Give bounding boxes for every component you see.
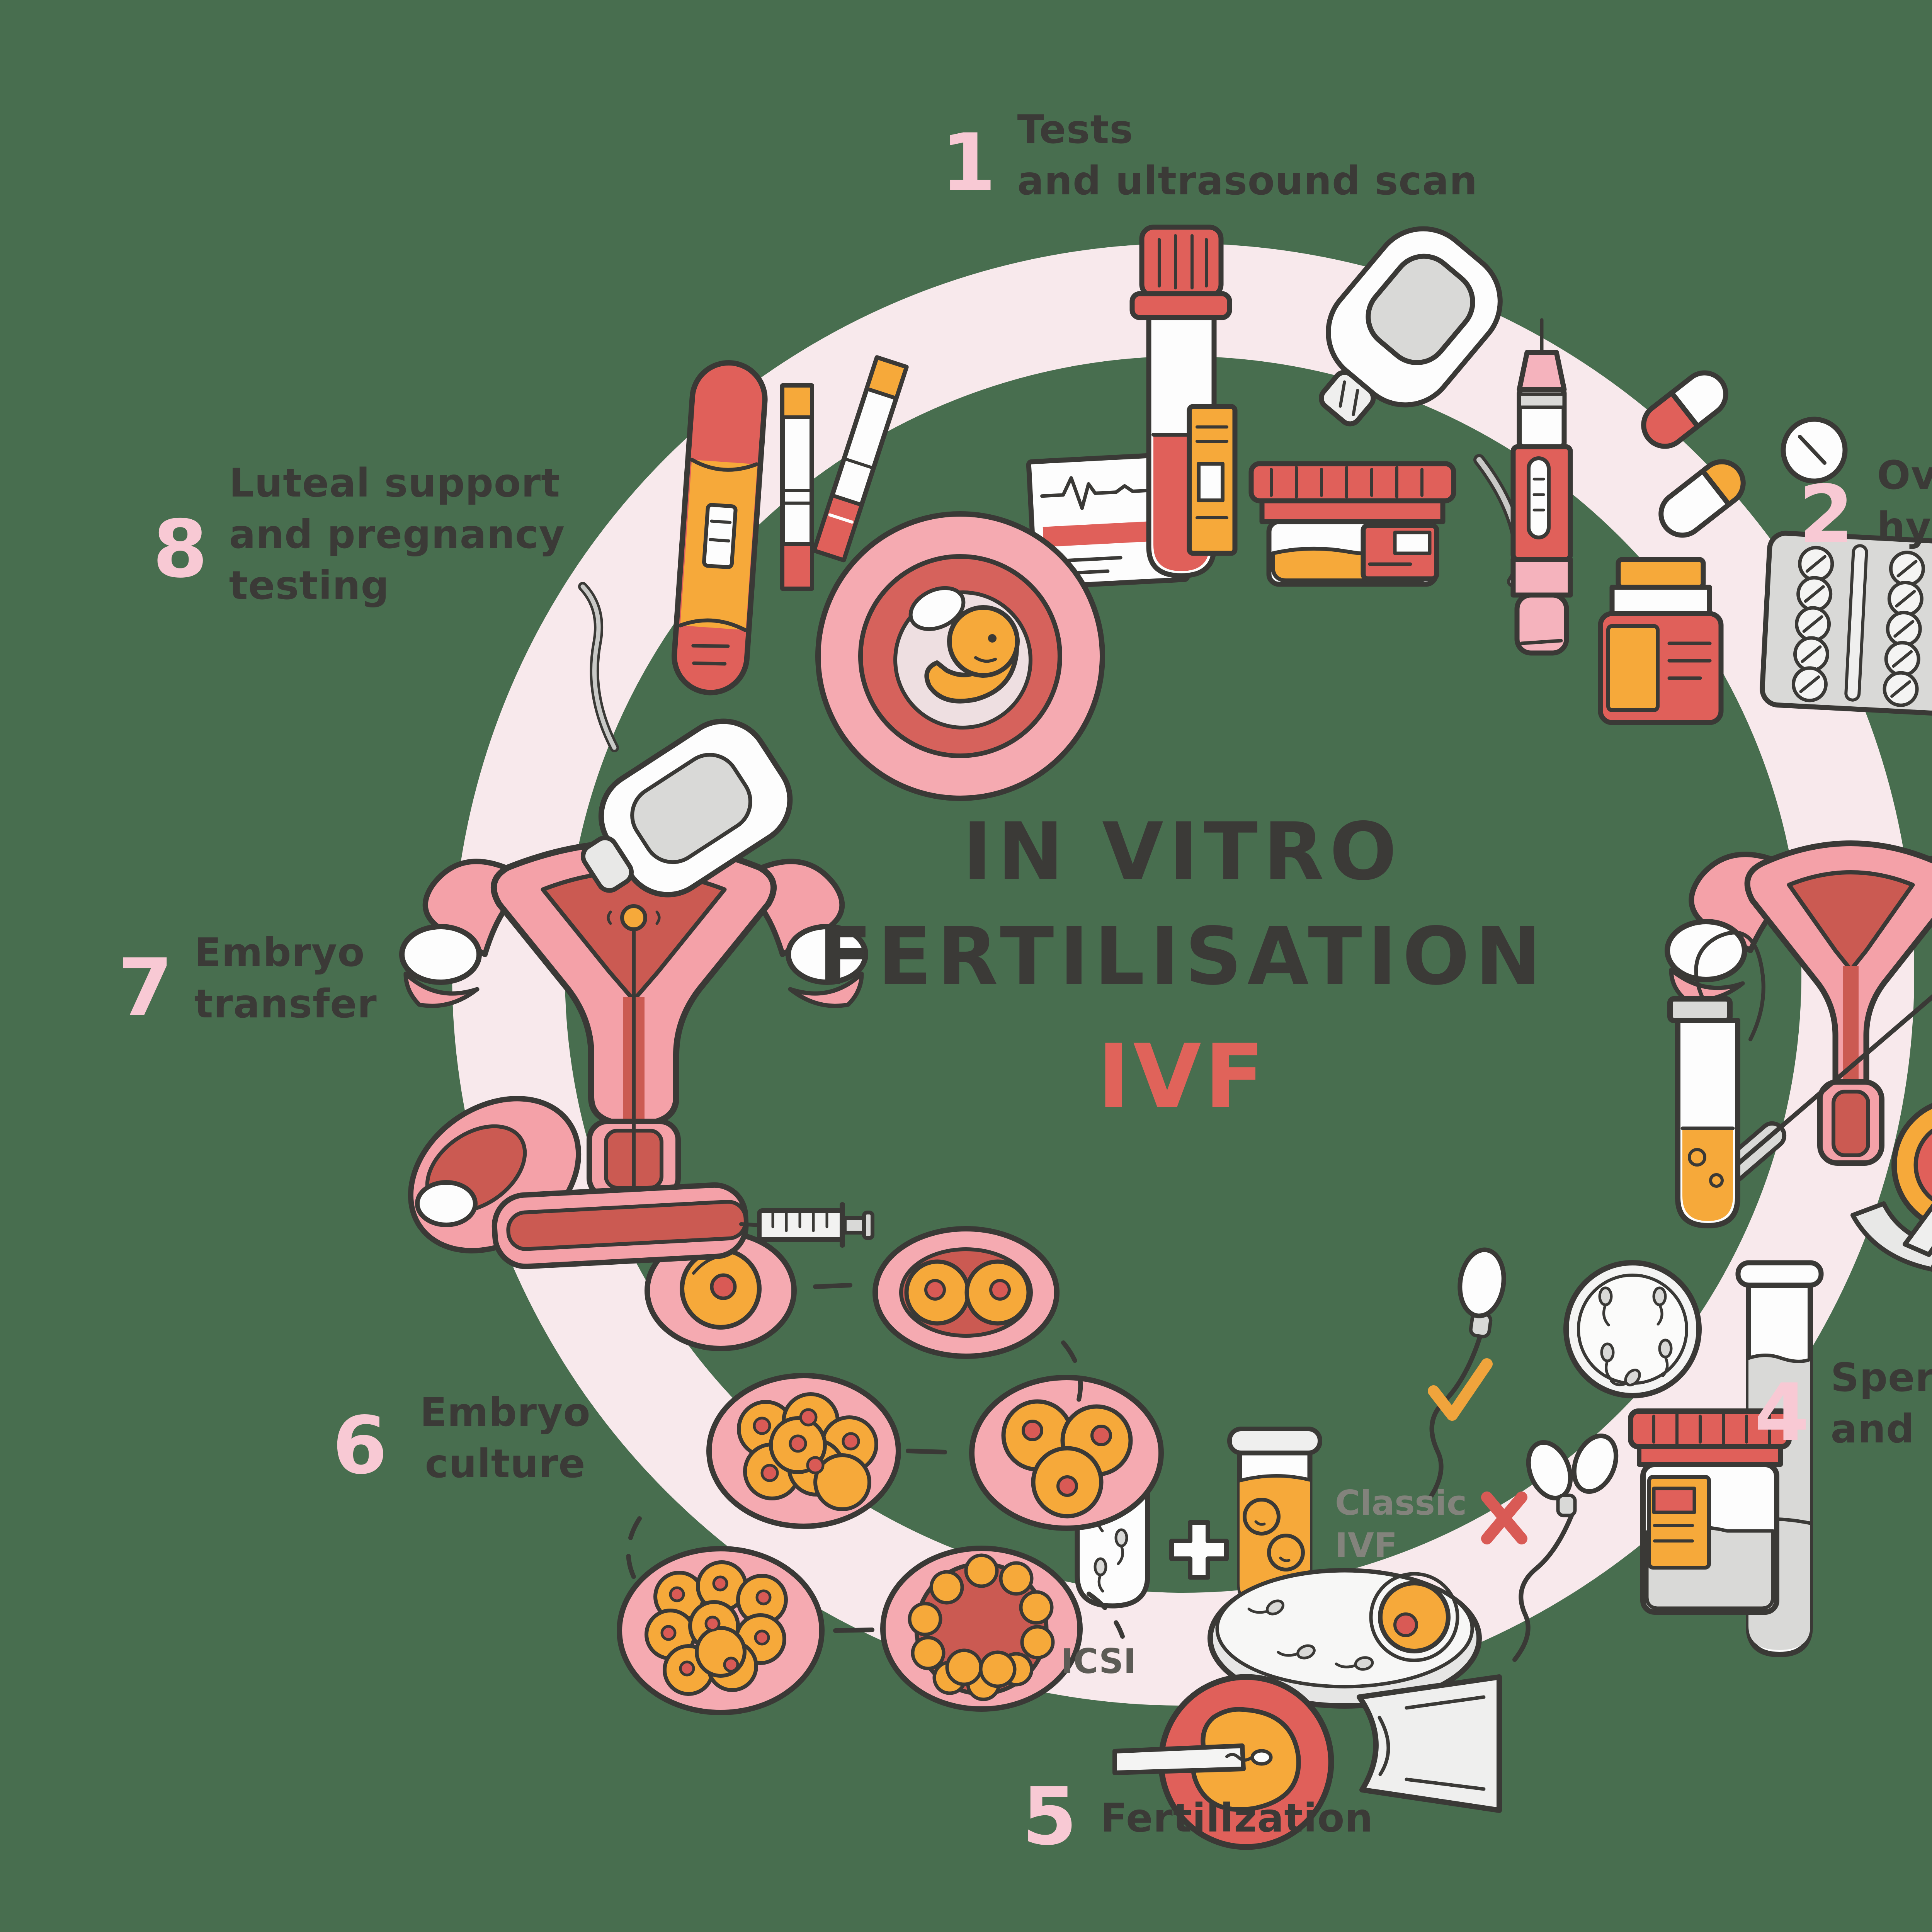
check-icon: [1428, 1358, 1493, 1421]
test-strip-2-icon: [812, 355, 909, 563]
step-5: 5 Fertilization: [1022, 1777, 1373, 1857]
step-1: 1 Tests and ultrasound scan: [941, 104, 1478, 207]
step-4: 4 Sperm retrieval and preparation: [1754, 1352, 1932, 1455]
medicine-bottle-icon: [1598, 557, 1724, 725]
step-7-label: Embryo transfer: [194, 930, 377, 1027]
icsi-egg-icon: [1112, 1674, 1334, 1850]
semen-cup-icon: [1628, 1408, 1792, 1615]
step3-icons: [1665, 840, 1932, 1272]
icsi-label: ICSI: [1061, 1641, 1136, 1681]
two-cell-embryo-icon: [872, 1226, 1060, 1359]
pregnancy-test-icon: [672, 360, 768, 696]
follicle-zoom-icon: [1850, 1103, 1932, 1272]
title-abbr: IVF: [1097, 1025, 1268, 1128]
step-5-label: Fertilization: [1100, 1795, 1373, 1841]
step-4-number: 4: [1754, 1367, 1810, 1459]
injection-pen-icon: [1510, 318, 1573, 656]
uterus-sagittal-icon: [408, 1096, 749, 1269]
step1-icons: [1026, 224, 1525, 587]
syringe-icon: [739, 1202, 874, 1248]
step-6-number: 6: [332, 1400, 388, 1492]
classic-ivf-label: Classic IVF: [1335, 1483, 1467, 1565]
title-line2: FERTILISATION: [818, 910, 1547, 1003]
petri-fertilization-icon: [1208, 1568, 1482, 1709]
capsule-red-icon: [1641, 370, 1728, 449]
uterus-transfer-icon: [399, 839, 868, 1231]
step-6: 6 Embryo culture: [332, 1387, 606, 1490]
step8-icons: [578, 355, 1105, 898]
ultrasound-probe-2-icon: [578, 582, 793, 898]
sperm-abnormal-icon: [1512, 1433, 1619, 1662]
step-2: 2 Ovarian hyperstimulation: [1799, 450, 1932, 554]
four-cell-embryo-icon: [969, 1375, 1164, 1531]
implanted-embryo-icon: [815, 511, 1105, 801]
step4-icons: [1428, 1247, 1824, 1662]
x-icon: [1481, 1492, 1527, 1544]
ultrasound-probe-icon: [1319, 226, 1525, 587]
step-7: 7 Embryo transfer: [118, 927, 377, 1030]
petri-sperm-icon: [1563, 1260, 1702, 1398]
step-1-label: Tests and ultrasound scan: [1017, 107, 1478, 204]
step-8: 8 Luteal support and pregnancy testing: [153, 458, 565, 612]
step-8-number: 8: [153, 503, 208, 595]
step-2-label: Ovarian hyperstimulation: [1877, 452, 1932, 550]
step-2-number: 2: [1799, 469, 1854, 561]
pill-icon: [1781, 417, 1848, 484]
morula-icon: [706, 1373, 901, 1529]
page-title: IN VITRO FERTILISATION IVF: [753, 800, 1611, 1128]
step-7-number: 7: [118, 942, 173, 1034]
egg-tube-icon: [1227, 1427, 1322, 1616]
stage-connectors: [626, 1283, 1125, 1639]
collection-tube-icon: [1667, 930, 1765, 1228]
capsule-orange-icon: [1658, 459, 1746, 538]
step2-icons: [1510, 318, 1932, 725]
step6-icons: [617, 1226, 1164, 1715]
title-line1: IN VITRO: [962, 806, 1403, 898]
step-4-label: Sperm retrieval and preparation: [1830, 1355, 1932, 1452]
holding-pipette-icon: [1357, 1674, 1502, 1813]
test-strip-icon: [780, 383, 814, 591]
step5-icons: [1065, 1427, 1502, 1850]
step-1-number: 1: [941, 117, 996, 209]
blister-pack-icon: [1760, 531, 1932, 716]
step-5-number: 5: [1022, 1771, 1077, 1863]
plus-icon: [1169, 1520, 1229, 1580]
step-8-label: Luteal support and pregnancy testing: [229, 460, 565, 609]
blastocyst-icon: [880, 1546, 1083, 1712]
blood-test-tube-icon: [1129, 224, 1238, 578]
sixteen-cell-embryo-icon: [617, 1546, 825, 1715]
step-6-label: Embryo culture: [420, 1389, 591, 1487]
sample-cup-icon: [1248, 461, 1456, 587]
step7-icons: [399, 839, 874, 1269]
sperm-good-icon: [1429, 1247, 1506, 1498]
